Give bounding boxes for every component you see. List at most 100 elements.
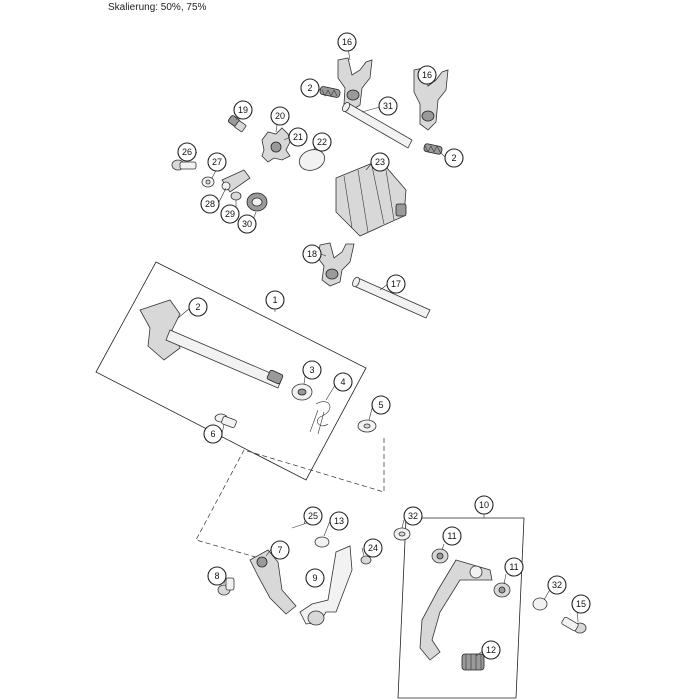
callout-4: 4 — [333, 372, 353, 392]
callout-11a: 11 — [442, 526, 462, 546]
svg-text:11: 11 — [509, 562, 518, 572]
svg-text:10: 10 — [479, 500, 489, 510]
callout-28: 28 — [200, 194, 220, 214]
torsion-spring-part — [246, 192, 268, 212]
callout-21: 21 — [288, 127, 308, 147]
svg-text:28: 28 — [205, 199, 215, 209]
callout-16b: 16 — [417, 65, 437, 85]
svg-text:23: 23 — [375, 157, 385, 167]
shift-fork-part — [413, 67, 449, 131]
callout-1: 1 — [265, 290, 285, 310]
callout-15: 15 — [571, 594, 591, 614]
shaft-part — [352, 276, 431, 319]
svg-text:27: 27 — [212, 157, 222, 167]
callout-23: 23 — [370, 152, 390, 172]
svg-text:2: 2 — [451, 153, 456, 163]
callout-6: 6 — [203, 424, 223, 444]
svg-text:31: 31 — [383, 101, 393, 111]
callout-26: 26 — [177, 142, 197, 162]
bolt-part — [561, 616, 587, 634]
bushing-part — [291, 383, 313, 401]
svg-text:12: 12 — [486, 645, 496, 655]
callout-2b: 2 — [444, 148, 464, 168]
callout-16a: 16 — [337, 32, 357, 52]
svg-text:8: 8 — [214, 571, 219, 581]
svg-text:19: 19 — [238, 105, 248, 115]
assembly-path-line — [195, 438, 385, 561]
svg-text:13: 13 — [334, 516, 344, 526]
callout-2a: 2 — [300, 78, 320, 98]
callout-3: 3 — [302, 360, 322, 380]
svg-text:7: 7 — [277, 545, 282, 555]
return-spring-part — [309, 401, 331, 435]
svg-text:24: 24 — [368, 543, 378, 553]
bolt-part — [214, 413, 237, 428]
svg-text:18: 18 — [307, 249, 317, 259]
callout-10: 10 — [474, 495, 494, 515]
scale-label: Skalierung: 50%, 75% — [108, 2, 207, 13]
callout-29: 29 — [220, 204, 240, 224]
locking-lever-part — [221, 169, 251, 201]
spring-part — [319, 86, 341, 98]
group-frame-10 — [397, 517, 525, 699]
svg-text:6: 6 — [210, 429, 215, 439]
shaft-part — [341, 102, 413, 149]
shift-fork-part — [337, 57, 373, 111]
bolt-part — [171, 159, 197, 171]
svg-text:3: 3 — [309, 365, 314, 375]
svg-text:11: 11 — [447, 531, 456, 541]
svg-text:17: 17 — [391, 279, 401, 289]
washer-part — [357, 419, 377, 433]
svg-text:26: 26 — [182, 147, 192, 157]
washer-part — [532, 597, 548, 611]
callout-20: 20 — [270, 106, 290, 126]
callout-9: 9 — [305, 568, 325, 588]
washer-part — [393, 527, 411, 541]
callout-8: 8 — [207, 566, 227, 586]
svg-text:21: 21 — [293, 132, 303, 142]
callout-30: 30 — [237, 214, 257, 234]
callout-24: 24 — [363, 538, 383, 558]
callout-13: 13 — [329, 511, 349, 531]
bolt-part — [227, 115, 247, 133]
shift-cam-part — [261, 127, 291, 163]
callout-32a: 32 — [403, 506, 423, 526]
svg-text:22: 22 — [317, 137, 327, 147]
svg-text:32: 32 — [552, 580, 562, 590]
callout-27: 27 — [207, 152, 227, 172]
pedal-rubber-part — [461, 653, 485, 671]
callout-22: 22 — [312, 132, 332, 152]
callout-2c: 2 — [188, 297, 208, 317]
retaining-ring-part — [298, 149, 326, 171]
group-frame-1 — [95, 261, 367, 481]
svg-text:1: 1 — [272, 295, 277, 305]
shift-fork-part — [317, 242, 355, 287]
svg-text:16: 16 — [422, 70, 432, 80]
callout-12: 12 — [481, 640, 501, 660]
shift-drum-part — [335, 159, 407, 237]
callout-11b: 11 — [504, 557, 524, 577]
bolt-part — [217, 577, 235, 596]
svg-text:9: 9 — [312, 573, 317, 583]
callout-5: 5 — [371, 395, 391, 415]
shift-lever-part — [249, 549, 297, 615]
svg-text:16: 16 — [342, 37, 352, 47]
callout-7: 7 — [270, 540, 290, 560]
washer-part — [314, 536, 330, 548]
bearing-part — [431, 548, 449, 564]
callout-25: 25 — [303, 506, 323, 526]
callout-19: 19 — [233, 100, 253, 120]
svg-text:30: 30 — [242, 219, 252, 229]
shift-pedal-part — [419, 559, 493, 661]
linkage-rod-part — [299, 545, 353, 626]
spring-part — [423, 143, 443, 155]
callout-32b: 32 — [547, 575, 567, 595]
washer-part — [201, 176, 215, 188]
svg-text:32: 32 — [408, 511, 418, 521]
callout-31: 31 — [378, 96, 398, 116]
svg-text:15: 15 — [576, 599, 586, 609]
svg-text:2: 2 — [307, 83, 312, 93]
bearing-part — [493, 582, 511, 598]
svg-text:25: 25 — [308, 511, 318, 521]
callout-17: 17 — [386, 274, 406, 294]
